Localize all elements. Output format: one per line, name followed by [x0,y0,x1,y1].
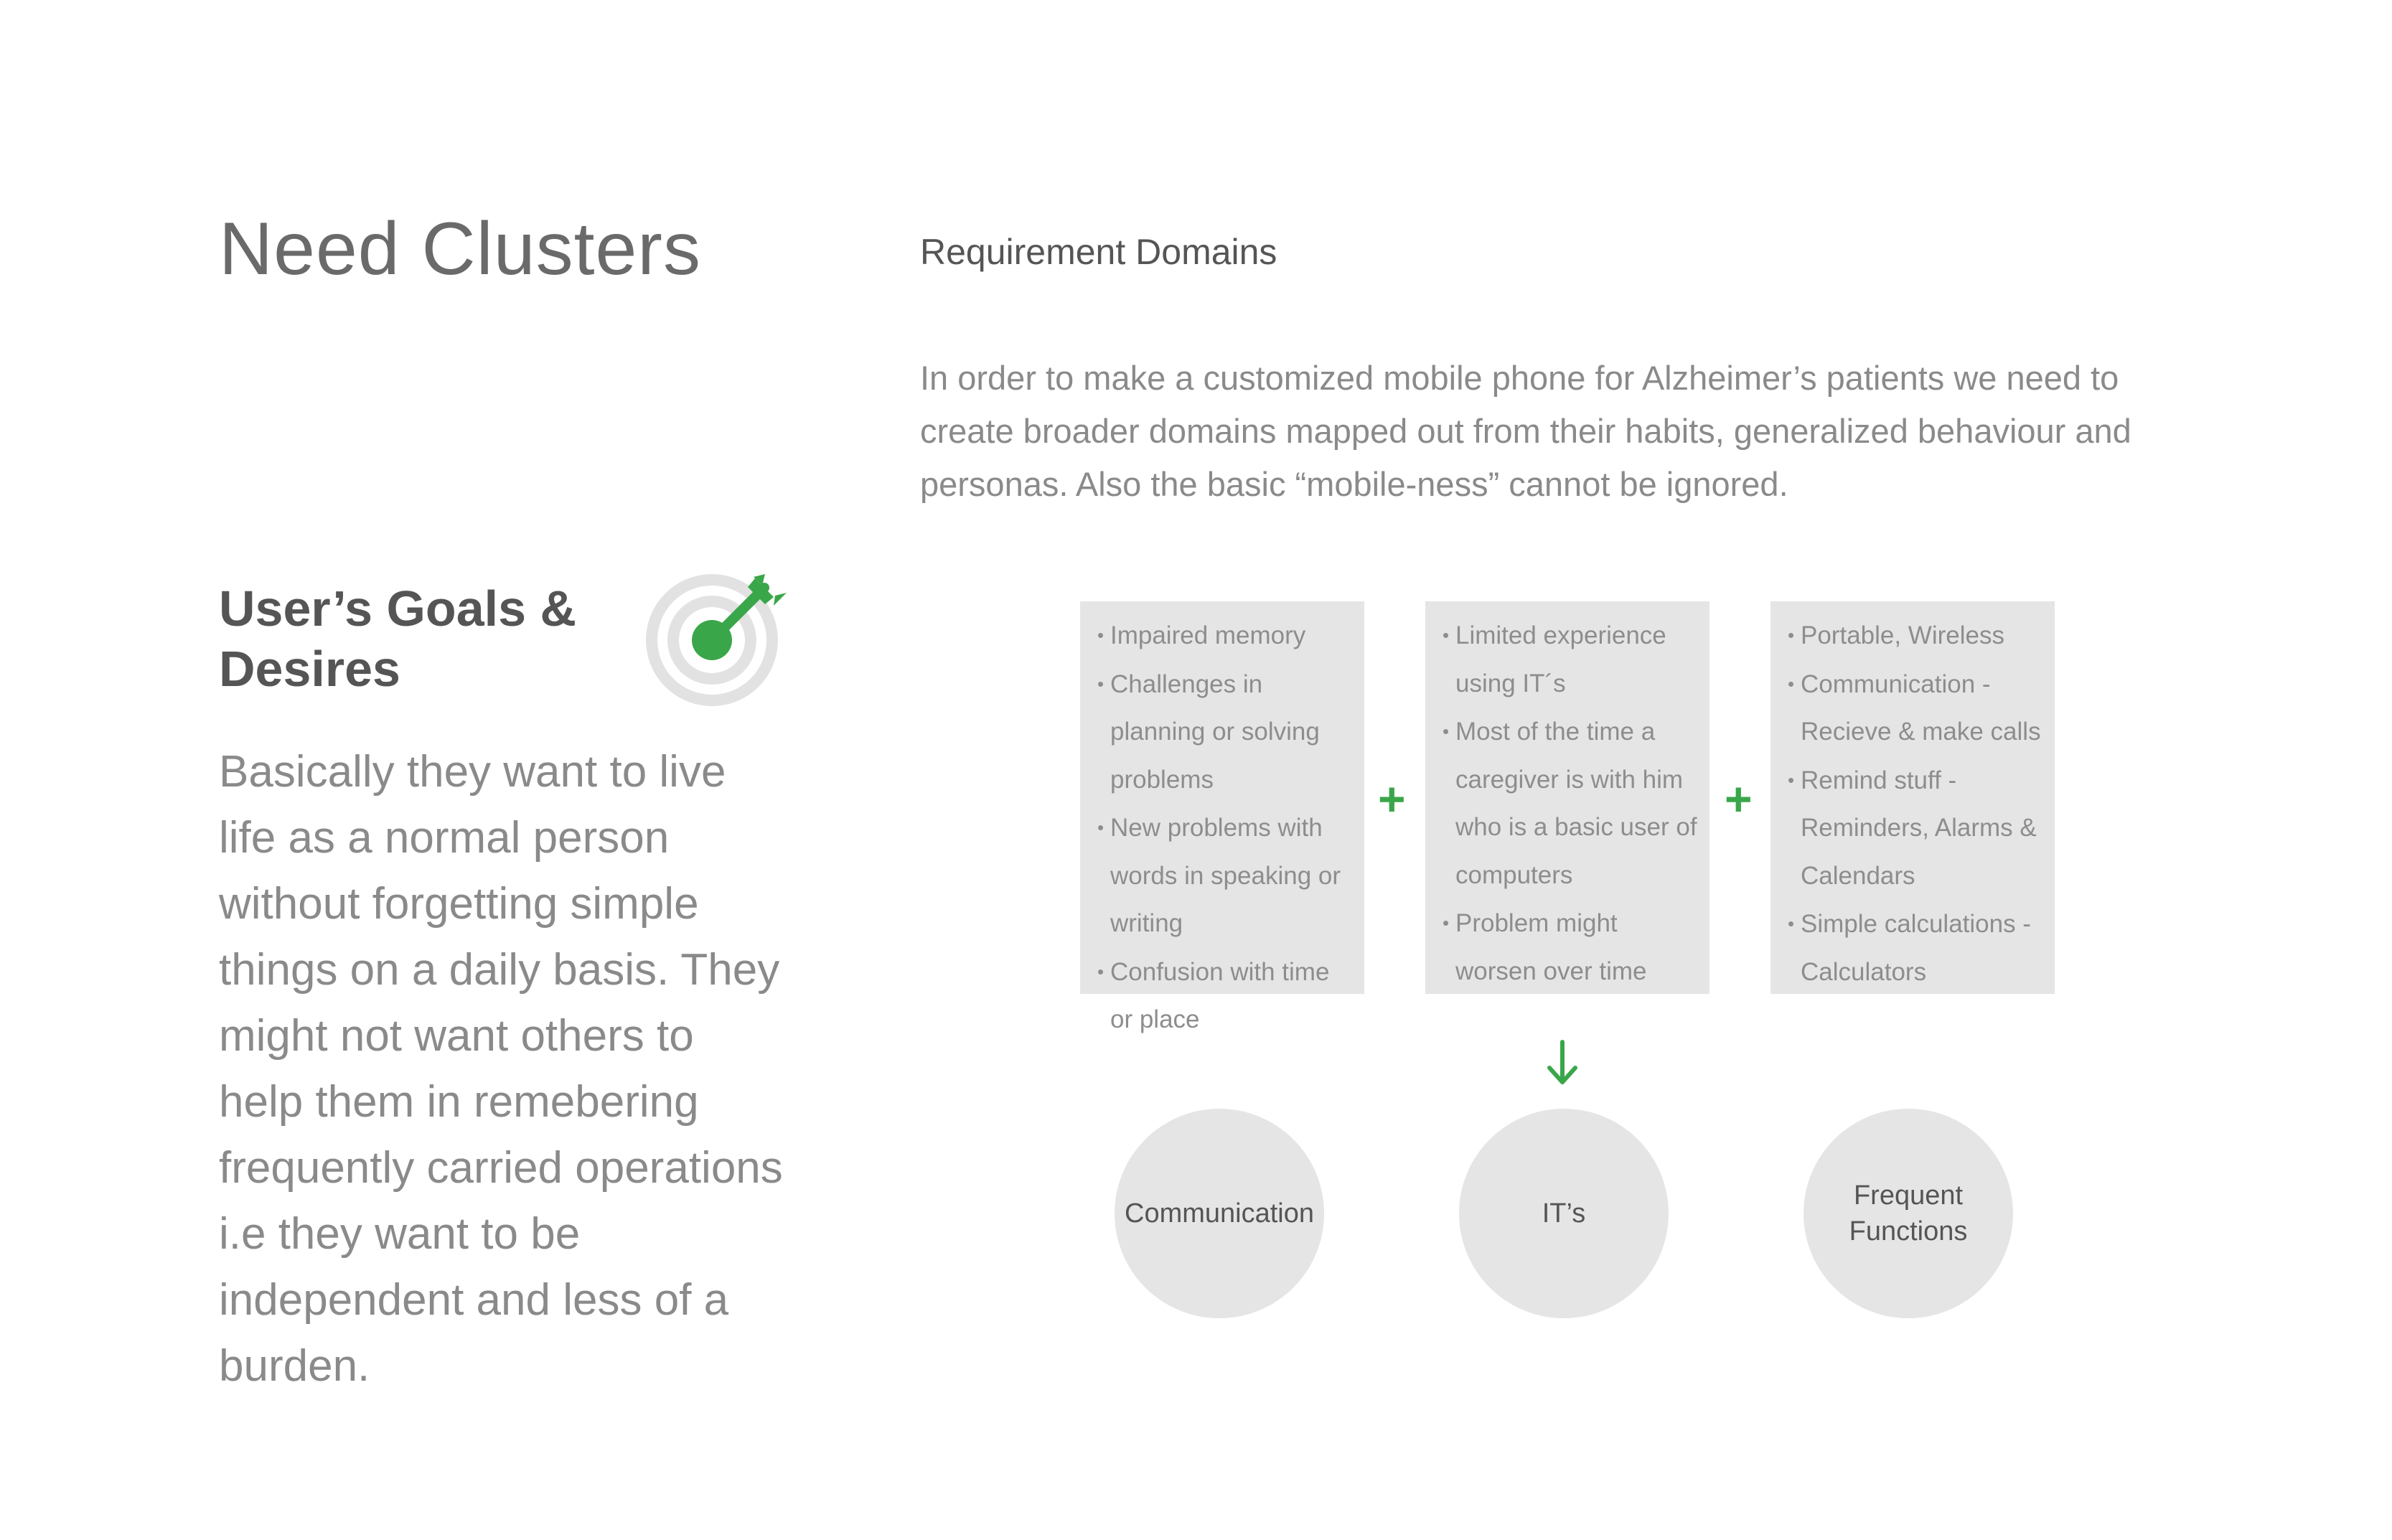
domain-label: Communication [1125,1198,1314,1229]
target-with-dart-icon [646,574,787,706]
domain-circle-frequent-functions: Frequent Functions [1804,1109,2013,1318]
list-item: Most of the time a caregiver is with him… [1443,708,1699,899]
list-item: Impaired memory [1097,611,1354,660]
requirement-box-phone-functions: Portable, Wireless Communication - Recie… [1770,601,2055,994]
plus-operator: + [1378,772,1406,825]
requirement-domains-heading: Requirement Domains [920,232,1277,272]
requirement-box-it-experience: Limited experience using IT´s Most of th… [1425,601,1709,994]
domain-circle-its: IT’s [1459,1109,1669,1318]
list-item: Simple calculations - Calculators [1788,900,2045,996]
domain-label-line-2: Functions [1849,1216,1968,1246]
list-item: Portable, Wireless [1788,611,2045,660]
list-item: Communication - Recieve & make calls [1788,660,2045,756]
domain-label-line-1: Frequent [1853,1180,1964,1211]
domain-circle-communication: Communication [1115,1109,1324,1318]
list-item: Confusion with time or place [1097,948,1354,1044]
list-item: Problem might worsen over time [1443,899,1699,995]
requirement-domains-intro: In order to make a customized mobile pho… [920,359,2131,503]
list-item: Remind stuff - Reminders, Alarms & Calen… [1788,756,2045,901]
domain-label: IT’s [1542,1198,1586,1229]
page-title: Need Clusters [219,207,701,291]
requirement-box-user-condition: Impaired memory Challenges in planning o… [1080,601,1364,1033]
plus-operator: + [1725,772,1753,825]
goals-heading: User’s Goals & Desires [219,581,576,697]
goals-body: Basically they want to live life as a no… [219,747,783,1391]
down-arrow-icon [1547,1040,1577,1084]
list-item: Limited experience using IT´s [1443,611,1699,708]
list-item: New problems with words in speaking or w… [1097,804,1354,948]
list-item: Challenges in planning or solving proble… [1097,660,1354,804]
